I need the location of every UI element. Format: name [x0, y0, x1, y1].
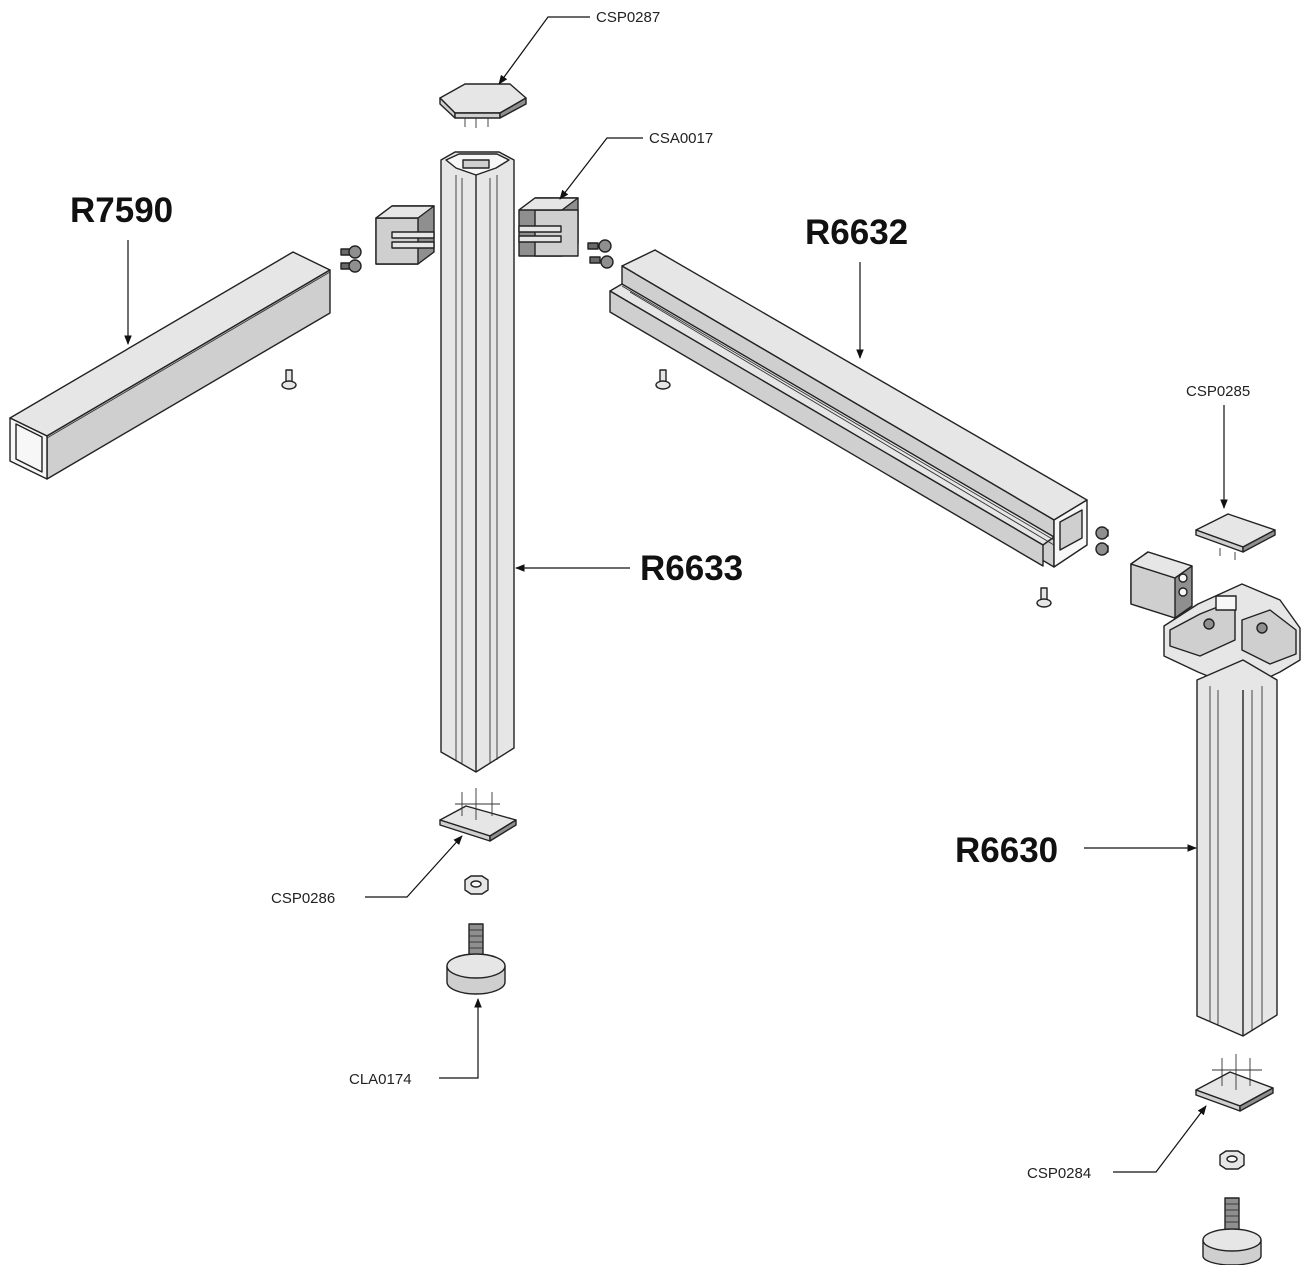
- label-csp0287: CSP0287: [596, 9, 660, 26]
- leveling-foot-cla0174: [446, 923, 506, 995]
- cap-csp0284: [1195, 1054, 1274, 1112]
- screw-pair-left: [340, 245, 362, 273]
- label-r7590: R7590: [70, 191, 173, 230]
- r6633-profile: [440, 151, 515, 773]
- cap-csp0287: [439, 83, 527, 128]
- leader-csp0284: [1113, 1105, 1207, 1173]
- screw-pair-r6630: [1095, 526, 1109, 556]
- screw-left: [281, 369, 297, 390]
- leveling-foot-right: [1202, 1197, 1262, 1265]
- leader-csp0286: [365, 835, 463, 898]
- cap-csp0286: [439, 788, 517, 842]
- corner-bracket-right: [518, 197, 579, 257]
- r6632-profile: [609, 249, 1088, 568]
- r7590-tube: [9, 251, 331, 480]
- screw-center: [655, 369, 671, 390]
- leader-cla0174: [439, 998, 482, 1079]
- screw-right: [1036, 587, 1052, 608]
- leader-csa0017: [559, 137, 643, 200]
- label-r6630: R6630: [955, 831, 1058, 870]
- nut-right: [1219, 1150, 1245, 1170]
- label-csp0286: CSP0286: [271, 890, 335, 907]
- label-r6633: R6633: [640, 549, 743, 588]
- leader-lines: [124, 16, 1228, 1173]
- label-csp0284: CSP0284: [1027, 1165, 1091, 1182]
- corner-bracket-r6630: [1130, 551, 1193, 619]
- cap-csp0285: [1195, 513, 1276, 560]
- label-r6632: R6632: [805, 213, 908, 252]
- nut-center: [464, 875, 489, 895]
- corner-bracket-left: [375, 205, 435, 265]
- leader-csp0287: [498, 16, 590, 85]
- screw-pair-right: [587, 239, 614, 269]
- label-csa0017: CSA0017: [649, 130, 713, 147]
- label-cla0174: CLA0174: [349, 1071, 412, 1088]
- label-csp0285: CSP0285: [1186, 383, 1250, 400]
- r6630-profile: [1163, 583, 1301, 1037]
